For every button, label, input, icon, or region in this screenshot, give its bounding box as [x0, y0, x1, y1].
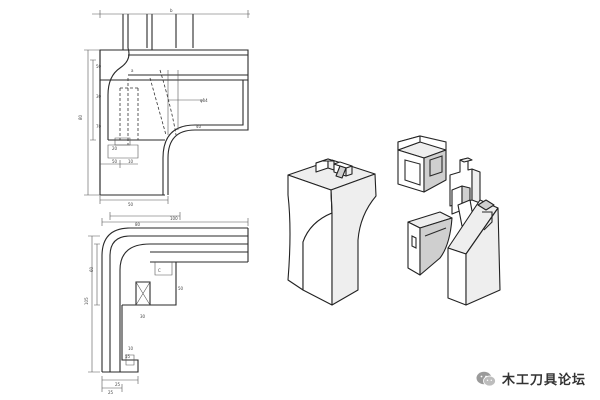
svg-text:b: b [170, 8, 173, 13]
svg-text:20: 20 [112, 146, 118, 151]
svg-text:30: 30 [140, 314, 146, 319]
svg-text:50: 50 [96, 64, 102, 69]
svg-text:100: 100 [170, 216, 178, 221]
bottom-orthographic-view: C 100 80 105 60 25 25 50 30 55 10 [84, 212, 249, 395]
svg-text:50: 50 [178, 286, 184, 291]
svg-text:80: 80 [135, 222, 141, 227]
top-orthographic-view: φ14 80 50 30 70 50 50 10 40 20 a b [78, 8, 250, 207]
wechat-icon [476, 371, 496, 387]
svg-text:40: 40 [196, 124, 202, 129]
svg-text:C: C [158, 268, 161, 273]
svg-text:80: 80 [78, 114, 83, 120]
svg-text:105: 105 [84, 297, 89, 305]
svg-text:50: 50 [128, 202, 134, 207]
svg-text:φ14: φ14 [200, 98, 208, 103]
exploded-joint-isometric [397, 135, 501, 306]
svg-text:50: 50 [112, 159, 118, 164]
assembled-joint-isometric [287, 158, 377, 306]
svg-text:60: 60 [89, 266, 94, 272]
watermark-text: 木工刀具论坛 [501, 373, 586, 388]
svg-text:30: 30 [96, 94, 102, 99]
svg-text:25: 25 [115, 382, 121, 387]
svg-text:10: 10 [128, 346, 134, 351]
svg-text:10: 10 [128, 159, 134, 164]
svg-text:a: a [131, 68, 134, 73]
watermark: 木工刀具论坛 [476, 369, 586, 388]
svg-text:55: 55 [125, 354, 131, 359]
svg-text:70: 70 [96, 124, 102, 129]
svg-text:25: 25 [108, 390, 114, 395]
